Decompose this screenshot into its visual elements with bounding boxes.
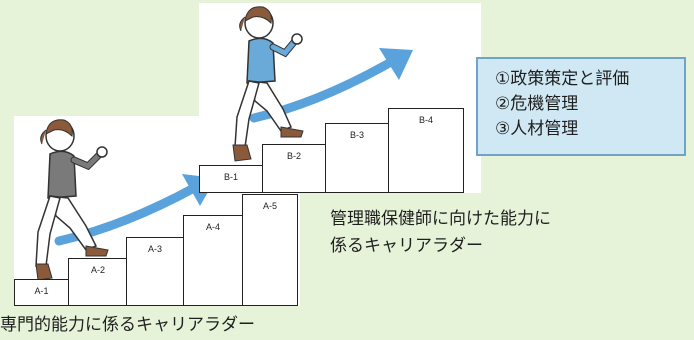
step-a-3: A-3 [126, 237, 184, 306]
step-b-1: B-1 [199, 165, 263, 193]
manager-ladder-caption: 管理職保健師に向けた能力に 係るキャリアラダー [330, 206, 551, 260]
step-b-4: B-4 [388, 108, 464, 193]
step-a-2: A-2 [68, 258, 128, 306]
step-b-2: B-2 [262, 144, 326, 193]
competency-item-policy: ①政策策定と評価 [495, 69, 630, 89]
step-a-1: A-1 [14, 279, 69, 306]
competency-item-crisis: ②危機管理 [495, 94, 579, 114]
manager-ladder-caption-line2: 係るキャリアラダー [330, 236, 483, 256]
competency-list-box: ①政策策定と評価 ②危機管理 ③人材管理 [476, 57, 686, 156]
climbing-woman-icon [35, 119, 109, 281]
step-a-4: A-4 [183, 215, 243, 306]
climbing-woman-icon [232, 6, 304, 162]
step-b-3: B-3 [325, 123, 389, 193]
step-a-5: A-5 [242, 194, 298, 306]
competency-item-hr: ③人材管理 [495, 119, 579, 139]
panel-manager-ladder: B-1 B-2 B-3 B-4 [199, 3, 481, 193]
manager-ladder-caption-line1: 管理職保健師に向けた能力に [330, 209, 551, 229]
specialist-ladder-caption: 専門的能力に係るキャリアラダー [0, 315, 255, 335]
